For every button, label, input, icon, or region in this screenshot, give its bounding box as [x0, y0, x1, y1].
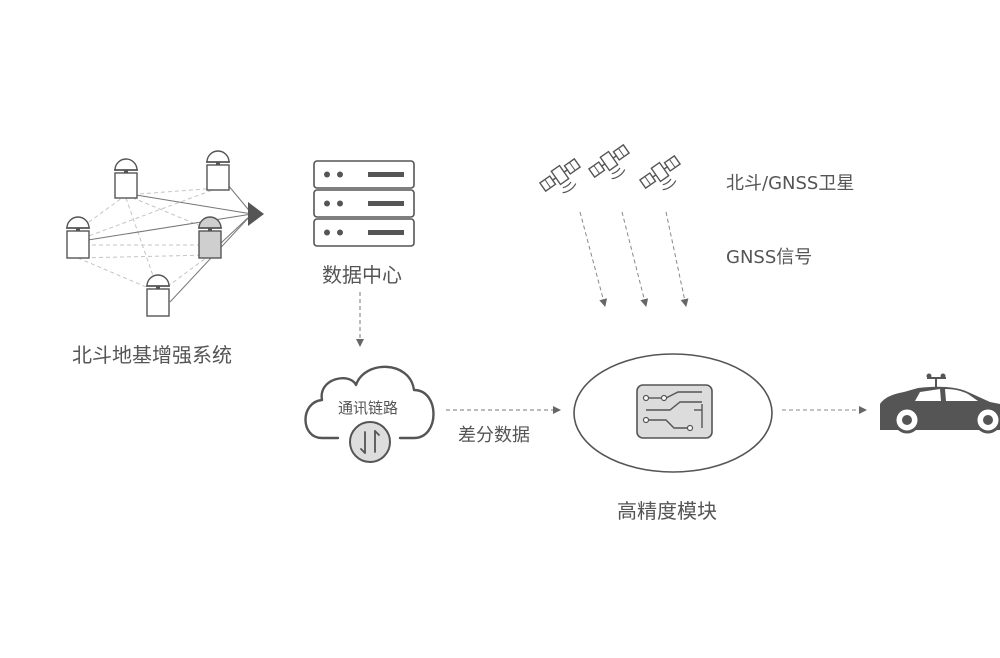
satellite-icon: [587, 143, 631, 180]
network-arrow: [248, 202, 264, 226]
cloud-icon: [304, 365, 435, 463]
base-station-icon: [146, 274, 170, 317]
label-hp-module: 高精度模块: [617, 499, 717, 523]
base-station-icon: [198, 216, 222, 259]
signal-arrows: [579, 211, 689, 307]
server-rack-icon: [313, 160, 415, 247]
satellite-icon: [638, 154, 682, 191]
label-data-center: 数据中心: [322, 263, 402, 287]
car-icon: [880, 373, 1000, 434]
label-diff-data: 差分数据: [458, 425, 530, 446]
chip-icon: [636, 384, 713, 439]
network-lines: [77, 184, 264, 303]
label-gnss-signal: GNSS信号: [726, 247, 813, 268]
label-satellites: 北斗/GNSS卫星: [726, 173, 855, 194]
satellite-icon: [538, 157, 582, 194]
label-comm-link: 通讯链路: [338, 399, 399, 417]
label-ground-augmentation: 北斗地基增强系统: [72, 343, 232, 367]
base-station-icon: [66, 216, 90, 259]
base-station-icon: [114, 158, 138, 199]
base-station-icon: [206, 150, 230, 191]
